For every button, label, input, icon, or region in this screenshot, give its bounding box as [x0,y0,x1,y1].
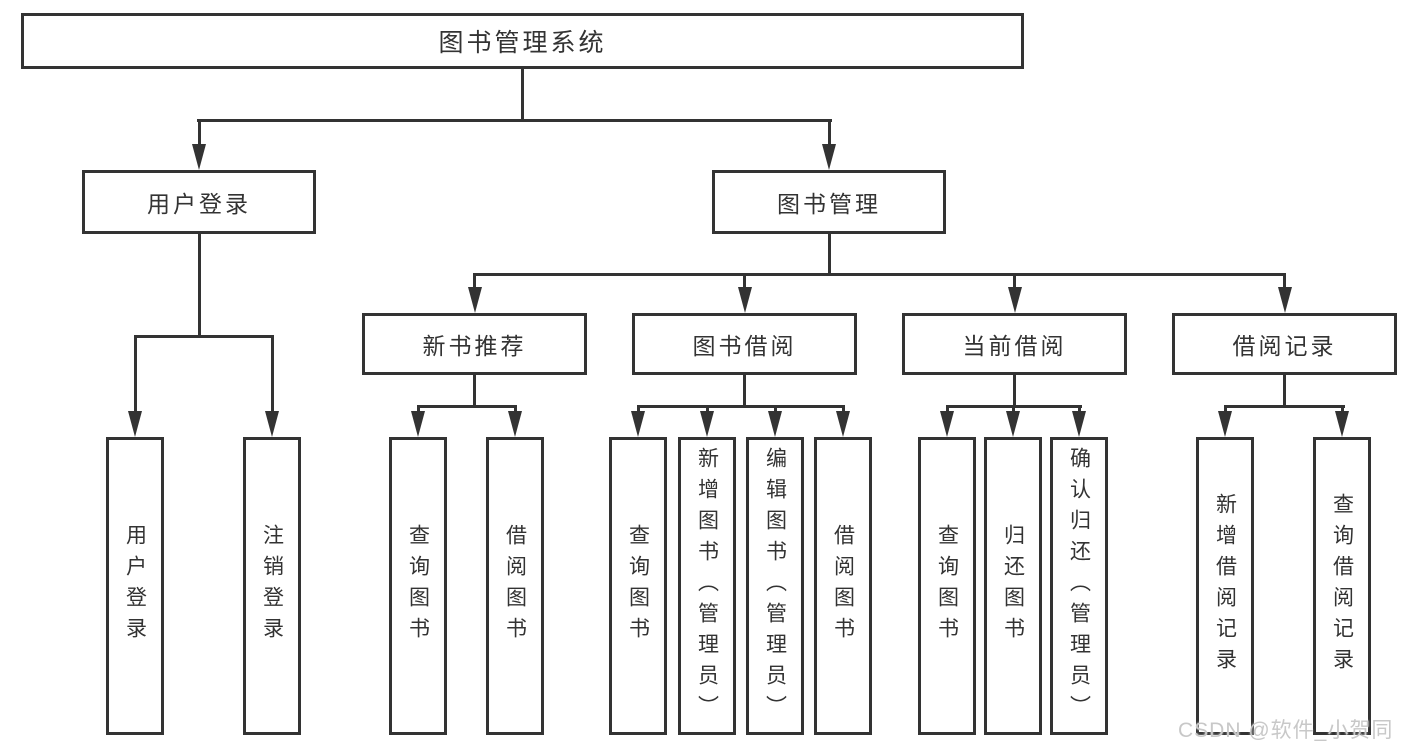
node-label: 归还图书 [1001,524,1025,648]
node-label: 用户登录 [123,524,147,648]
node-user-login-group: 用户登录 [82,170,316,234]
arrow-down-icon [836,411,850,437]
csdn-watermark: CSDN @软件_小贺同学 [1178,719,1394,742]
node-label: 借阅记录 [1232,333,1337,359]
node-label: 借阅图书 [503,524,527,648]
connector-stem [1223,406,1227,414]
node-label: 查询图书 [406,524,430,648]
arrow-down-icon [1007,287,1022,313]
connector-stem [1077,406,1081,414]
node-label: 图书借阅 [692,333,797,359]
arrow-down-icon [737,287,752,313]
node-label: 新增借阅记录 [1213,493,1237,679]
leaf-confirm-return-admin: 确认归还（管理员） [1050,437,1108,735]
connector-stem [133,338,137,414]
node-label: 编辑图书（管理员） [763,446,787,726]
arrow-down-icon [508,411,522,437]
connector-stem [827,122,831,146]
connector-stem [743,276,746,289]
connector-rail [416,405,517,408]
connector-stem [705,406,709,414]
leaf-add-book-admin: 新增图书（管理员） [678,437,736,735]
connector-stem [945,406,949,414]
connector-rail [133,335,274,338]
connector-stem [1011,406,1015,414]
node-borrowing-records: 借阅记录 [1172,313,1397,375]
node-label: 确认归还（管理员） [1067,446,1091,726]
connector-stem [1013,276,1016,289]
arrow-down-icon [1218,411,1232,437]
connector-stem [743,375,746,408]
connector-stem [841,406,845,414]
arrow-down-icon [128,411,142,437]
leaf-borrow-book-newbook: 借阅图书 [486,437,544,735]
node-label: 借阅图书 [831,524,855,648]
node-library-management-system: 图书管理系统 [21,13,1024,69]
connector-stem [1283,375,1286,408]
connector-stem [513,406,517,414]
node-label: 图书管理 [777,191,881,217]
arrow-down-icon [631,411,645,437]
connector-stem [773,406,777,414]
leaf-query-book-borrow: 查询图书 [609,437,667,735]
node-label: 查询图书 [935,524,959,648]
arrow-down-icon [411,411,425,437]
connector-stem [1283,276,1286,289]
arrow-down-icon [1335,411,1349,437]
connector-stem [416,406,420,414]
leaf-edit-book-admin: 编辑图书（管理员） [746,437,804,735]
leaf-logout: 注销登录 [243,437,301,735]
connector-rail [1223,405,1345,408]
node-label: 查询图书 [626,524,650,648]
leaf-query-borrow-record: 查询借阅记录 [1313,437,1371,735]
connector-stem [1340,406,1344,414]
arrow-down-icon [192,144,206,170]
node-new-book-recommend: 新书推荐 [362,313,587,375]
node-book-management: 图书管理 [712,170,946,234]
connector-stem [521,69,524,119]
connector-stem [197,122,201,146]
node-label: 新增图书（管理员） [695,446,719,726]
node-label: 图书管理系统 [438,29,607,57]
connector-stem [197,234,201,335]
arrow-down-icon [1072,411,1086,437]
node-label: 注销登录 [260,524,284,648]
arrow-down-icon [822,144,836,170]
leaf-add-borrow-record: 新增借阅记录 [1196,437,1254,735]
connector-stem [270,338,274,414]
arrow-down-icon [265,411,279,437]
leaf-user-login: 用户登录 [106,437,164,735]
arrow-down-icon [768,411,782,437]
connector-stem [827,234,831,276]
node-book-borrowing: 图书借阅 [632,313,857,375]
arrow-down-icon [700,411,714,437]
node-label: 新书推荐 [422,333,527,359]
connector-rail [636,405,845,408]
connector-rail [473,273,1286,276]
connector-stem [473,375,476,408]
node-label: 查询借阅记录 [1330,493,1354,679]
node-label: 当前借阅 [962,333,1067,359]
leaf-query-book-current: 查询图书 [918,437,976,735]
arrow-down-icon [467,287,482,313]
node-current-borrowing: 当前借阅 [902,313,1127,375]
arrow-down-icon [940,411,954,437]
leaf-return-book: 归还图书 [984,437,1042,735]
node-label: 用户登录 [147,191,251,217]
leaf-borrow-book-borrow: 借阅图书 [814,437,872,735]
leaf-query-book-newbook: 查询图书 [389,437,447,735]
arrow-down-icon [1277,287,1292,313]
connector-rail [197,119,832,122]
connector-stem [636,406,640,414]
arrow-down-icon [1006,411,1020,437]
connector-stem [473,276,476,289]
connector-stem [1013,375,1016,408]
